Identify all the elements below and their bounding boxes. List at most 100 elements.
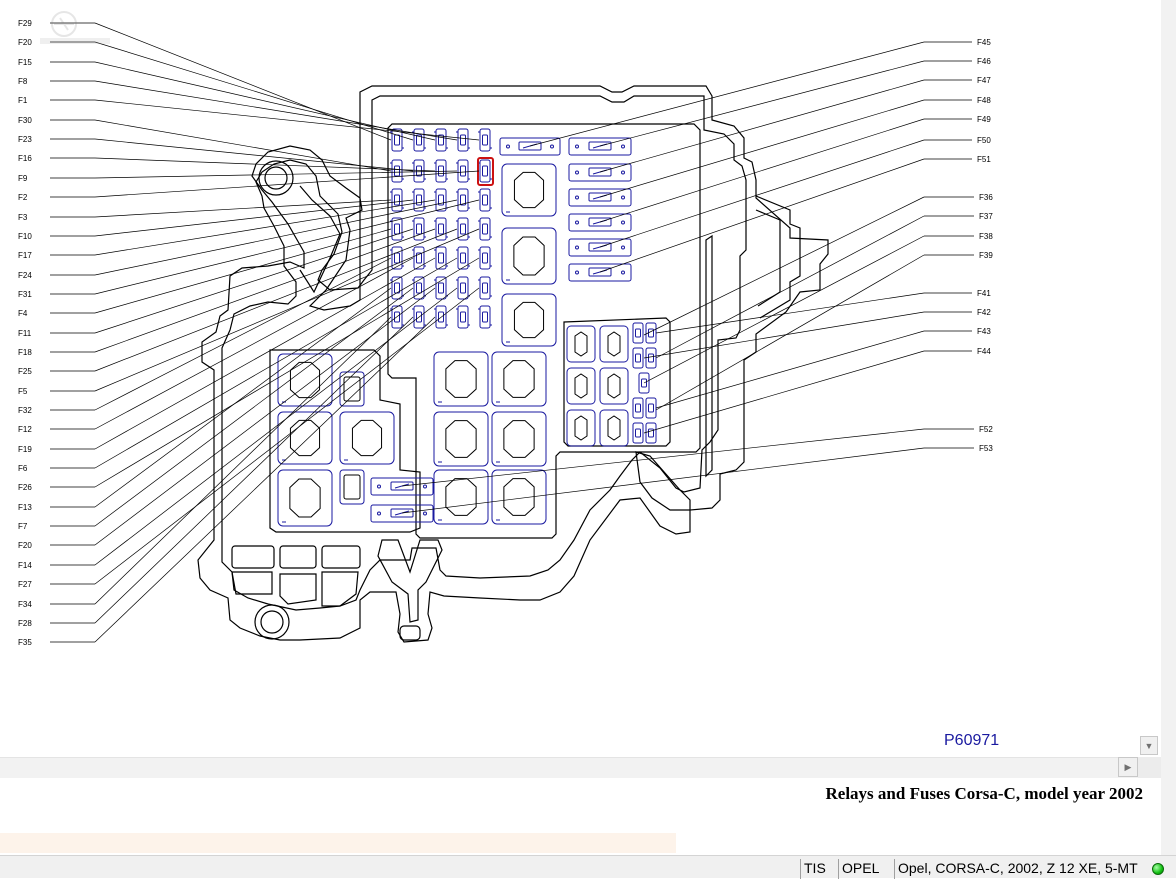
leader-line	[643, 235, 925, 384]
leader-line	[94, 287, 392, 508]
leader-line	[599, 158, 925, 273]
mini-fuse	[478, 246, 492, 270]
mini-fuse	[456, 276, 470, 300]
mini-fuse	[478, 276, 492, 300]
leader-line	[94, 257, 414, 430]
leader-line	[655, 254, 925, 411]
mini-fuse	[412, 188, 426, 212]
fuse-box-diagram: F29F20F15F8F1F30F23F16F9F2F3F10F17F24F31…	[18, 19, 993, 647]
fuse-label: F20	[18, 541, 32, 550]
leader-line	[94, 228, 436, 353]
leader-line	[94, 228, 458, 372]
leader-line	[401, 428, 925, 487]
mini-fuse	[456, 217, 470, 241]
leader-line	[94, 228, 480, 392]
fuse-label: F25	[18, 367, 32, 376]
leader-line	[94, 257, 480, 488]
scroll-corner	[1138, 757, 1161, 778]
fuse-label: F8	[18, 77, 28, 86]
diagram-caption: Relays and Fuses Corsa-C, model year 200…	[825, 784, 1143, 803]
fuse-label: F24	[18, 271, 32, 280]
mini-fuse	[434, 305, 448, 329]
fuse-label: F41	[977, 289, 991, 298]
scroll-right-icon[interactable]: ▶	[1118, 757, 1138, 777]
message-bar	[0, 833, 676, 853]
scroll-down-icon[interactable]: ▼	[1140, 736, 1158, 755]
figure-code: P60971	[944, 732, 1000, 749]
mini-fuse	[478, 159, 492, 183]
mini-fuse	[638, 372, 650, 394]
fuse-label: F4	[18, 309, 28, 318]
relay-socket	[277, 411, 333, 465]
mini-fuse	[456, 128, 470, 152]
leader-line	[94, 119, 392, 172]
status-brand: OPEL	[838, 859, 894, 879]
leader-line	[599, 99, 925, 198]
leader-line	[94, 199, 436, 256]
fuse-label: F32	[18, 406, 32, 415]
fuse-label: F47	[977, 76, 991, 85]
horizontal-scrollbar[interactable]	[0, 757, 1138, 778]
relay-socket	[501, 163, 557, 217]
fuse-label: F30	[18, 116, 32, 125]
mini-fuse	[456, 305, 470, 329]
leader-line	[94, 287, 414, 527]
mini-fuse	[434, 188, 448, 212]
fuse-label: F48	[977, 96, 991, 105]
leader-line	[94, 316, 414, 624]
mini-fuse	[632, 322, 644, 344]
fuse-label: F27	[18, 580, 32, 589]
leader-line	[94, 228, 414, 334]
fuse-label: F31	[18, 290, 32, 299]
mini-fuse	[632, 397, 644, 419]
mini-fuse	[412, 246, 426, 270]
mini-fuse	[412, 276, 426, 300]
fuse-label: F42	[977, 308, 991, 317]
leader-line	[94, 257, 392, 411]
leader-line	[94, 199, 480, 295]
fuse-box-housing	[197, 85, 829, 643]
leader-line	[94, 316, 436, 643]
relay-socket	[277, 469, 333, 527]
fuse-label: F16	[18, 154, 32, 163]
leader-line	[94, 199, 392, 218]
fuse-label: F19	[18, 445, 32, 454]
maxi-fuse	[370, 504, 434, 523]
leader-line	[655, 292, 925, 334]
fuse-label: F3	[18, 213, 28, 222]
leader-line	[94, 316, 392, 605]
fuse-relay-components	[277, 128, 657, 527]
leader-line	[94, 287, 480, 585]
leader-lines	[50, 22, 974, 643]
leader-line	[94, 228, 392, 314]
relay-socket	[433, 469, 489, 525]
maxi-fuse	[568, 238, 632, 257]
leader-line	[94, 257, 458, 469]
fuse-label: F37	[979, 212, 993, 221]
mini-fuse	[412, 128, 426, 152]
leader-line	[94, 157, 436, 172]
maxi-fuse	[370, 477, 434, 496]
mini-fuse	[412, 305, 426, 329]
leader-line	[643, 196, 925, 336]
vertical-scrollbar[interactable]	[1138, 0, 1161, 757]
mini-fuse	[390, 305, 404, 329]
logo-watermark	[36, 8, 116, 48]
maxi-fuse	[568, 213, 632, 232]
fuse-label: F1	[18, 96, 28, 105]
fuse-label: F45	[977, 38, 991, 47]
fuse-label: F43	[977, 327, 991, 336]
leader-line	[94, 99, 480, 141]
leader-line	[94, 80, 458, 141]
message-bar-filler	[676, 833, 1161, 853]
small-relay	[339, 371, 365, 407]
relay-socket	[491, 351, 547, 407]
fuse-label: F2	[18, 193, 28, 202]
leader-line	[655, 330, 925, 409]
leader-line	[94, 257, 436, 450]
fuse-label: F12	[18, 425, 32, 434]
fuse-label: F34	[18, 600, 32, 609]
relay-socket	[339, 411, 395, 465]
fuse-label: F49	[977, 115, 991, 124]
